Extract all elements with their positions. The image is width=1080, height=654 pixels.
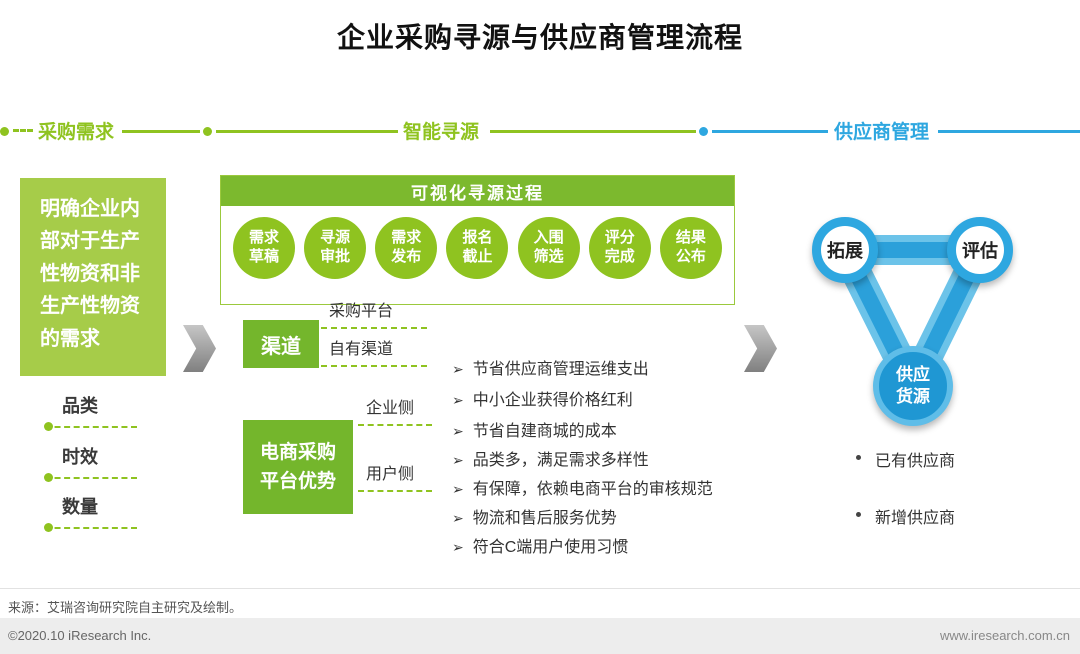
bullet-text: 节省自建商城的成本	[472, 423, 617, 440]
demand-item-timeliness: 时效	[44, 443, 137, 482]
timeline-dash-left	[13, 129, 33, 132]
demand-item-quantity: 数量	[44, 493, 137, 532]
arrow-bullet-icon: ➢	[452, 361, 464, 377]
enterprise-bullet-list: ➢ 节省供应商管理运维支出 ➢ 中小企业获得价格红利 ➢ 节省自建商城的成本	[452, 354, 649, 447]
timeline-line-1	[122, 130, 200, 133]
side-label-user: 用户侧	[358, 460, 432, 492]
green-dot-icon	[44, 523, 53, 532]
arrow-bullet-icon: ➢	[452, 539, 464, 555]
list-item: ➢ 符合C端用户使用习惯	[452, 533, 713, 562]
supplier-bullet-new: 新增供应商	[856, 504, 955, 528]
page-title: 企业采购寻源与供应商管理流程	[336, 22, 743, 53]
step-circle-shortlist: 入围 筛选	[517, 217, 580, 279]
bullet-text: 物流和售后服务优势	[472, 510, 617, 527]
supplier-bullet-existing: 已有供应商	[856, 447, 955, 471]
arrow-bullet-icon: ➢	[452, 481, 464, 497]
bullet-text: 中小企业获得价格红利	[472, 392, 633, 409]
sourcing-process-box: 可视化寻源过程 需求 草稿 寻源 审批 需求 发布 报名 截止 入围 筛选 评分…	[220, 175, 735, 305]
bullet-text: 节省供应商管理运维支出	[472, 361, 649, 378]
list-item: ➢ 物流和售后服务优势	[452, 504, 713, 533]
green-dot-icon	[44, 422, 53, 431]
process-header: 可视化寻源过程	[221, 176, 734, 206]
supplier-node-supply-source: 供应 货源	[873, 346, 953, 426]
bullet-text: 已有供应商	[875, 453, 956, 470]
platform-advantage-node: 电商采购 平台优势	[243, 420, 353, 514]
timeline-dot-blue	[699, 127, 708, 136]
demand-item-label: 时效	[62, 447, 98, 467]
phase-label-demand: 采购需求	[38, 122, 115, 143]
bullet-text: 品类多，满足需求多样性	[472, 452, 649, 469]
list-item: ➢ 有保障，依赖电商平台的审核规范	[452, 475, 713, 504]
list-item: ➢ 中小企业获得价格红利	[452, 385, 649, 416]
user-bullet-list: ➢ 品类多，满足需求多样性 ➢ 有保障，依赖电商平台的审核规范 ➢ 物流和售后服…	[452, 446, 713, 562]
list-item: ➢ 节省自建商城的成本	[452, 416, 649, 447]
footer-divider	[0, 588, 1080, 589]
phase-label-sourcing: 智能寻源	[403, 122, 480, 143]
arrow-bullet-icon: ➢	[452, 423, 464, 439]
timeline-dot-start	[0, 127, 9, 136]
timeline-line-5	[938, 130, 1080, 133]
dot-bullet-icon	[856, 455, 861, 460]
timeline-dot-green	[203, 127, 212, 136]
arrow-right-icon	[183, 325, 216, 372]
supplier-triangle-band	[830, 235, 995, 401]
bullet-text: 新增供应商	[875, 510, 956, 527]
step-circle-publish: 需求 发布	[375, 217, 438, 279]
timeline-line-4	[712, 130, 828, 133]
green-dot-icon	[44, 473, 53, 482]
arrow-bullet-icon: ➢	[452, 452, 464, 468]
supplier-node-expand: 拓展	[812, 217, 878, 283]
channel-node: 渠道	[243, 320, 319, 368]
arrow-bullet-icon: ➢	[452, 392, 464, 408]
list-item: ➢ 品类多，满足需求多样性	[452, 446, 713, 475]
timeline-line-3	[490, 130, 696, 133]
bullet-text: 有保障，依赖电商平台的审核规范	[472, 481, 713, 498]
demand-description-box: 明确企业内部对于生产性物资和非生产性物资的需求	[20, 178, 166, 376]
source-note: 来源：艾瑞咨询研究院自主研究及绘制。	[8, 600, 243, 615]
dot-bullet-icon	[856, 512, 861, 517]
step-circle-result: 结果 公布	[659, 217, 722, 279]
side-label-enterprise: 企业侧	[358, 394, 432, 426]
website-link[interactable]: www.iresearch.com.cn	[939, 628, 1070, 643]
demand-item-label: 品类	[62, 396, 98, 416]
bullet-text: 符合C端用户使用习惯	[472, 539, 629, 556]
demand-item-category: 品类	[44, 392, 137, 431]
list-item: ➢ 节省供应商管理运维支出	[452, 354, 649, 385]
arrow-right-icon	[744, 325, 777, 372]
arrow-bullet-icon: ➢	[452, 510, 464, 526]
channel-option-procurement-platform: 采购平台	[321, 297, 427, 329]
demand-item-label: 数量	[62, 497, 98, 517]
copyright-text: ©2020.10 iResearch Inc.	[8, 628, 152, 643]
step-circle-scoring: 评分 完成	[588, 217, 651, 279]
phase-label-supplier: 供应商管理	[834, 122, 930, 143]
step-circle-approval: 寻源 审批	[304, 217, 367, 279]
footer-band: ©2020.10 iResearch Inc. www.iresearch.co…	[0, 618, 1080, 654]
channel-option-own-channel: 自有渠道	[321, 335, 427, 367]
process-steps: 需求 草稿 寻源 审批 需求 发布 报名 截止 入围 筛选 评分 完成 结果 公…	[221, 206, 734, 290]
supplier-node-evaluate: 评估	[947, 217, 1013, 283]
step-circle-draft: 需求 草稿	[233, 217, 295, 279]
timeline-line-2	[216, 130, 398, 133]
step-circle-deadline: 报名 截止	[446, 217, 509, 279]
